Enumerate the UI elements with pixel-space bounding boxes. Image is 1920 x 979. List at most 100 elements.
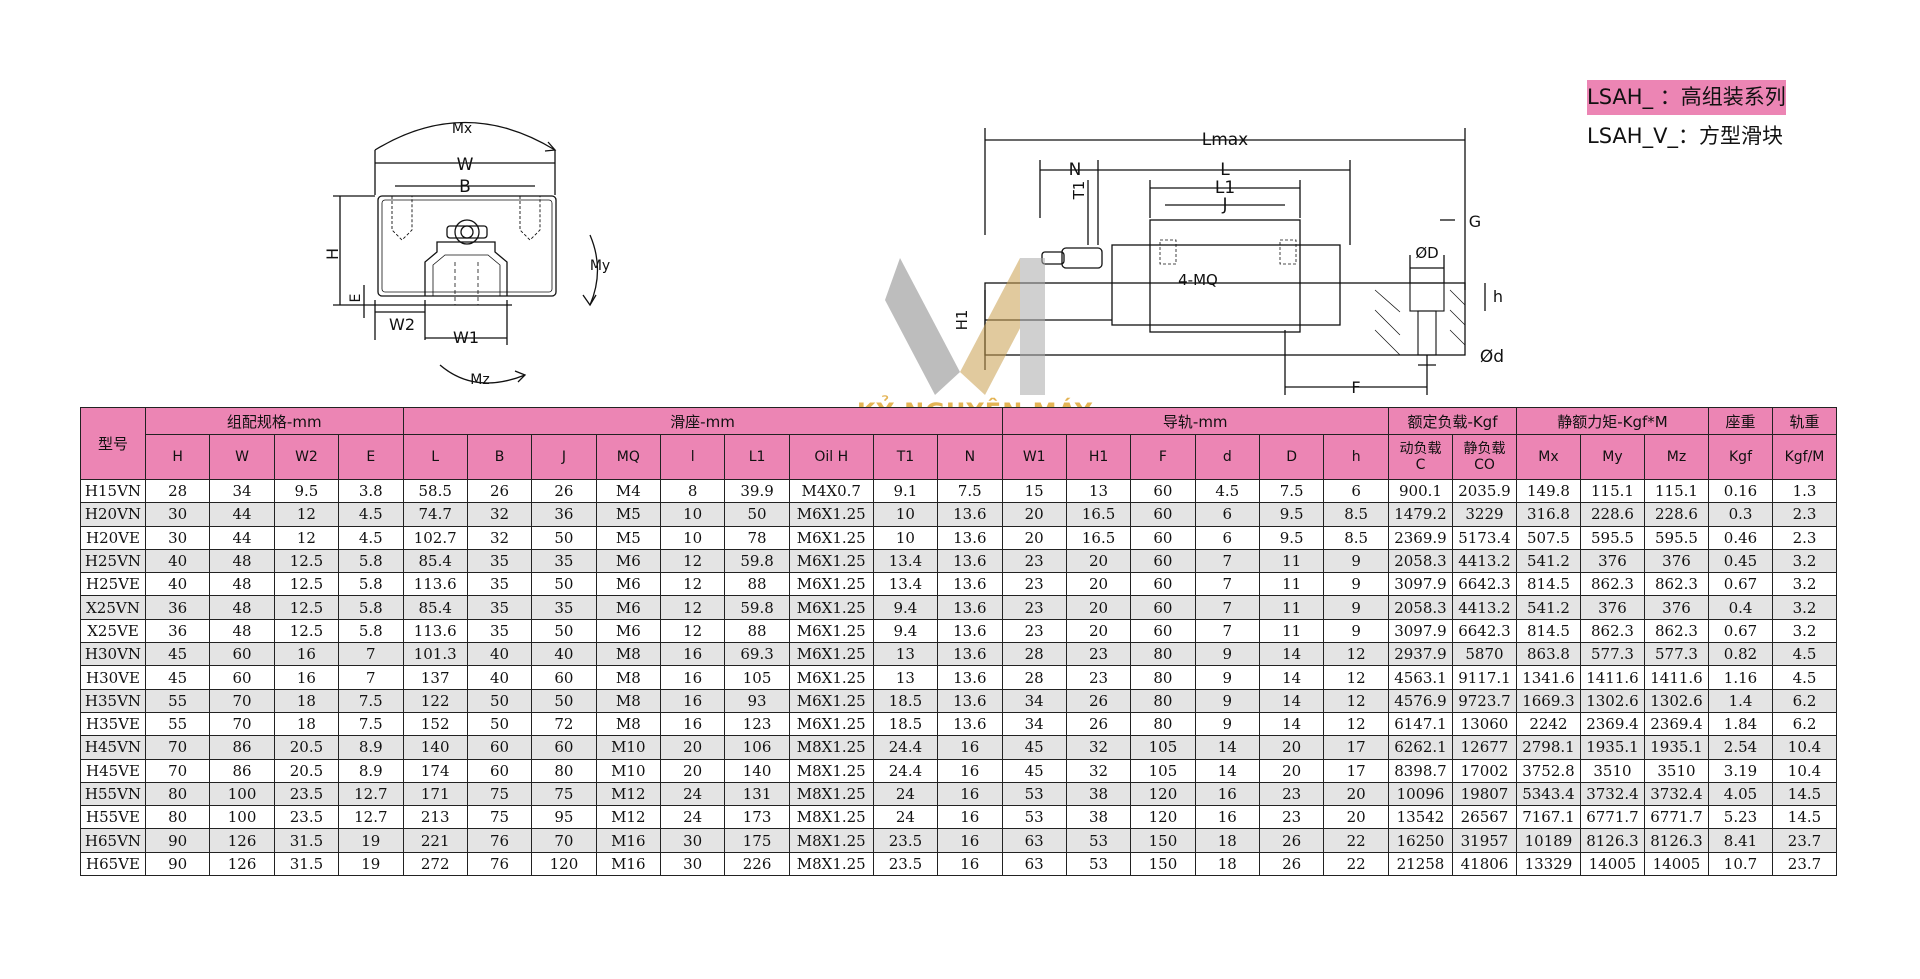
table-cell: 55 xyxy=(144,688,211,713)
table-cell: 23.5 xyxy=(872,828,939,853)
table-cell-model: H30VE xyxy=(80,665,146,690)
table-cell: 3.2 xyxy=(1772,618,1837,644)
col-w1: W1 xyxy=(1001,434,1067,480)
table-cell: 50 xyxy=(531,618,597,644)
table-cell: 8.5 xyxy=(1323,502,1389,527)
table-cell: M6X1.25 xyxy=(788,548,874,574)
table-cell: 12 xyxy=(1323,688,1389,713)
table-cell: 12.5 xyxy=(273,595,340,620)
table-cell: 50 xyxy=(466,711,533,737)
table-cell: M16 xyxy=(595,828,662,853)
table-cell: 12 xyxy=(659,595,726,620)
table-cell: 26 xyxy=(1065,688,1132,713)
table-cell: 80 xyxy=(1130,688,1196,713)
table-cell: M8 xyxy=(595,711,662,737)
table-cell: 16 xyxy=(937,828,1003,853)
table-cell: M6 xyxy=(595,548,662,574)
table-cell: 9 xyxy=(1323,618,1389,644)
table-cell: M5 xyxy=(595,502,662,527)
table-cell: 24 xyxy=(872,781,939,807)
table-cell: 7.5 xyxy=(338,688,404,713)
table-cell: 13 xyxy=(872,665,939,690)
table-cell: 10 xyxy=(659,502,726,527)
table-cell: 32 xyxy=(466,525,533,550)
table-cell: 152 xyxy=(402,711,468,737)
label-e: E xyxy=(348,294,364,303)
table-cell: 7 xyxy=(338,665,404,690)
table-cell: 12 xyxy=(659,548,726,574)
table-cell: M6X1.25 xyxy=(788,572,874,597)
table-cell: M8X1.25 xyxy=(788,851,874,877)
table-cell: 45 xyxy=(1001,735,1067,760)
table-cell: 20 xyxy=(1001,525,1067,550)
table-cell: 7 xyxy=(338,642,404,667)
table-cell: 20 xyxy=(1065,618,1132,644)
table-cell: 10189 xyxy=(1515,828,1581,853)
table-cell-model: H15VN xyxy=(80,478,146,504)
table-cell: 23.5 xyxy=(273,805,340,830)
table-cell: 174 xyxy=(402,758,468,783)
table-cell: 862.3 xyxy=(1579,572,1645,597)
sub-header-row: H W W2 E L B J MQ l L1 Oil H T1 N W1 H1 … xyxy=(81,434,1837,480)
table-cell: 14 xyxy=(1258,665,1325,690)
table-cell: 20.5 xyxy=(273,735,340,760)
table-cell: 48 xyxy=(209,618,275,644)
table-cell: 4563.1 xyxy=(1387,665,1453,690)
table-cell: 175 xyxy=(724,828,790,853)
table-cell: 2798.1 xyxy=(1515,735,1581,760)
header-block-weight: 座重 xyxy=(1708,407,1773,435)
table-cell: 35 xyxy=(466,548,533,574)
table-cell: 6147.1 xyxy=(1387,711,1453,737)
table-cell: 75 xyxy=(466,781,533,807)
table-cell: 14 xyxy=(1258,688,1325,713)
table-cell: 93 xyxy=(724,688,790,713)
table-cell: 74.7 xyxy=(402,502,468,527)
col-c0-label: 静负载 xyxy=(1463,441,1506,457)
table-cell: 80 xyxy=(144,805,211,830)
table-cell: 32 xyxy=(1065,735,1132,760)
table-cell: 863.8 xyxy=(1515,642,1581,667)
table-cell: 1302.6 xyxy=(1643,688,1710,713)
table-cell: 105 xyxy=(1130,758,1196,783)
table-cell: 10.7 xyxy=(1708,851,1773,877)
table-cell: 5.8 xyxy=(338,548,404,574)
table-cell: 9.5 xyxy=(1258,502,1325,527)
table-cell: 14 xyxy=(1258,711,1325,737)
table-cell: M12 xyxy=(595,781,662,807)
table-cell: 76 xyxy=(466,828,533,853)
table-cell: 35 xyxy=(531,595,597,620)
col-n: N xyxy=(937,434,1003,480)
side-view: Lmax L L1 J N T1 4-MQ xyxy=(953,128,1504,397)
table-cell: 13329 xyxy=(1515,851,1581,877)
table-cell: 16 xyxy=(937,781,1003,807)
table-cell: 9 xyxy=(1194,711,1261,737)
table-cell: 3.2 xyxy=(1772,548,1837,574)
table-cell: 2242 xyxy=(1515,711,1581,737)
table-cell: 53 xyxy=(1001,781,1067,807)
table-cell: 376 xyxy=(1643,548,1710,574)
header-block: 滑座-mm xyxy=(402,407,1003,435)
table-cell: 50 xyxy=(531,572,597,597)
table-cell: 20 xyxy=(1258,758,1325,783)
header-assembly: 组配规格-mm xyxy=(145,407,404,435)
table-cell: 11 xyxy=(1258,618,1325,644)
table-cell: 9.1 xyxy=(872,478,939,504)
table-cell: 16 xyxy=(937,851,1003,877)
table-cell: 48 xyxy=(209,595,275,620)
table-cell: 0.67 xyxy=(1708,572,1773,597)
label-l: L xyxy=(1220,160,1230,180)
table-cell: 8.9 xyxy=(338,758,404,783)
table-cell: 18 xyxy=(1194,851,1261,877)
table-cell: 35 xyxy=(466,572,533,597)
table-cell: 80 xyxy=(531,758,597,783)
table-cell: M8X1.25 xyxy=(788,805,874,830)
table-cell: 5.8 xyxy=(338,572,404,597)
table-cell: 11 xyxy=(1258,572,1325,597)
table-cell: 3097.9 xyxy=(1387,618,1453,644)
table-cell: 14 xyxy=(1194,758,1261,783)
label-w-shadow: W xyxy=(457,155,474,175)
table-cell: 123 xyxy=(724,711,790,737)
